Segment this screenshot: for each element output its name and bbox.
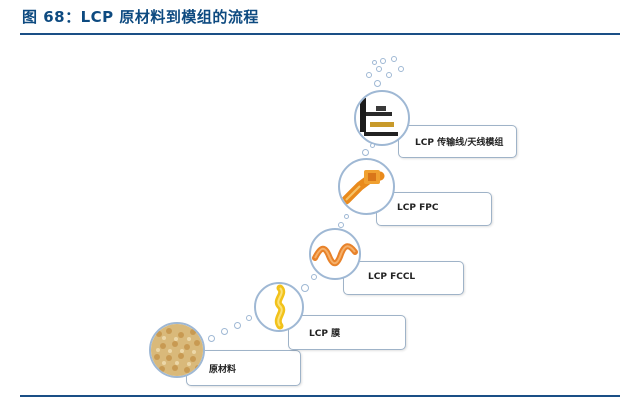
lcp-pellets-illustration [151,324,203,376]
step-card-lcp-fpc: LCP FPC [376,192,492,226]
raw-material-image [149,322,205,378]
connector-dot [370,143,375,148]
step-label-lcp-film: LCP 膜 [309,329,341,339]
step-label-lcp-fpc: LCP FPC [397,203,439,213]
connector-dot [301,284,309,292]
connector-dot [221,328,228,335]
step-label-lcp-fccl: LCP FCCL [368,272,416,282]
connector-dot [374,80,381,87]
lcp-module-illustration [360,98,398,136]
connector-dot [208,335,215,342]
lcp-film-image [254,282,304,332]
step-card-lcp-fccl: LCP FCCL [343,261,464,295]
connector-dot [391,56,397,62]
step-card-lcp-module: LCP 传输线/天线模组 [398,125,517,158]
connector-dot [362,149,369,156]
top-rule [20,33,620,35]
lcp-module-image [354,90,410,146]
lcp-fpc-illustration [341,170,385,205]
connector-dot [376,66,382,72]
lcp-film-illustration [274,284,286,330]
connector-dot [372,60,377,65]
step-label-lcp-module: LCP 传输线/天线模组 [415,138,504,148]
step-card-lcp-film: LCP 膜 [288,315,406,350]
connector-dot [311,274,317,280]
connector-dot [338,222,344,228]
step-label-raw-material: 原材料 [209,365,237,375]
connector-dot [386,72,392,78]
figure-title: 图 68：LCP 原材料到模组的流程 [22,8,259,26]
lcp-fccl-illustration [312,243,358,267]
connector-dot [234,322,241,329]
connector-dot [366,72,372,78]
bottom-rule [20,395,620,397]
connector-dot [380,58,386,64]
connector-dot [398,66,404,72]
connector-dot [344,214,349,219]
step-card-raw-material: 原材料 [186,350,301,386]
lcp-fccl-image [309,228,361,280]
lcp-fpc-image [338,158,395,215]
connector-dot [246,315,252,321]
